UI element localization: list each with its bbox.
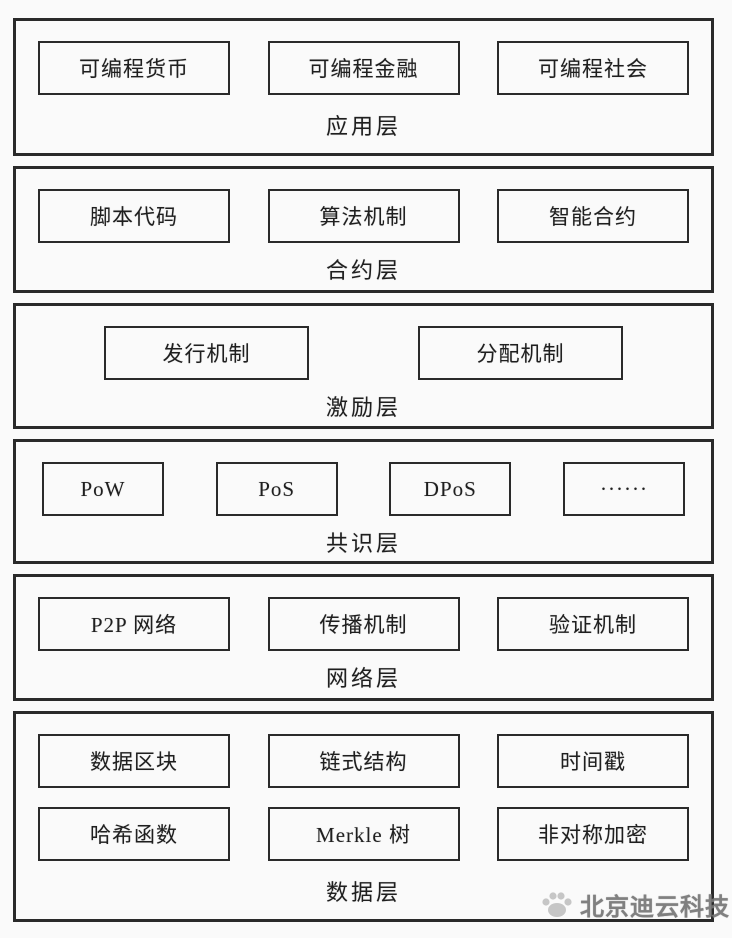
node-box: 脚本代码: [38, 189, 230, 243]
paw-logo-icon: [542, 891, 572, 917]
blockchain-architecture-diagram: 可编程货币可编程金融可编程社会应用层脚本代码算法机制智能合约合约层发行机制 分配机…: [13, 18, 714, 922]
node-box: PoW: [42, 462, 164, 516]
node-box: 可编程货币: [38, 41, 230, 95]
node-box: 发行机制: [104, 326, 309, 380]
application-layer-label: 应用层: [325, 114, 401, 139]
node-box: 链式结构: [267, 734, 460, 788]
node-box: 传播机制: [267, 597, 460, 651]
node-box: P2P 网络: [38, 597, 230, 651]
node-box: 哈希函数: [38, 807, 230, 861]
consensus-layer-label: 共识层: [325, 531, 401, 556]
watermark-text: 北京迪云科技: [580, 894, 730, 921]
node-box: 非对称加密: [497, 807, 689, 861]
consensus-layer: PoW PoS DPoS ······ 共识层: [13, 439, 714, 564]
node-box: PoS: [215, 462, 338, 516]
node-box: 数据区块: [38, 734, 230, 788]
application-layer: 可编程货币可编程金融可编程社会应用层: [13, 18, 714, 156]
network-layer-label: 网络层: [325, 666, 401, 691]
node-box: ······: [562, 462, 685, 516]
data-layer-box-row: 哈希函数 Merkle 树非对称加密: [16, 807, 711, 861]
node-box: 时间戳: [497, 734, 689, 788]
contract-layer-box-row: 脚本代码算法机制智能合约: [16, 189, 711, 243]
contract-layer-label: 合约层: [325, 258, 401, 283]
incentive-layer: 发行机制 分配机制激励层: [13, 303, 714, 429]
application-layer-box-row: 可编程货币可编程金融可编程社会: [16, 41, 711, 95]
node-box: DPoS: [389, 462, 512, 516]
node-box: 智能合约: [497, 189, 689, 243]
incentive-layer-box-row: 发行机制 分配机制: [16, 326, 711, 380]
data-layer-label: 数据层: [325, 880, 401, 905]
consensus-layer-box-row: PoW PoS DPoS ······: [16, 462, 711, 516]
node-box: 可编程社会: [497, 41, 689, 95]
network-layer: P2P 网络传播机制验证机制网络层: [13, 574, 714, 701]
incentive-layer-label: 激励层: [325, 395, 401, 420]
node-box: 可编程金融: [267, 41, 460, 95]
node-box: 分配机制: [418, 326, 623, 380]
data-layer-box-row: 数据区块链式结构时间戳: [16, 734, 711, 788]
network-layer-box-row: P2P 网络传播机制验证机制: [16, 597, 711, 651]
contract-layer: 脚本代码算法机制智能合约合约层: [13, 166, 714, 293]
node-box: Merkle 树: [267, 807, 460, 861]
node-box: 算法机制: [267, 189, 460, 243]
watermark: 北京迪云科技: [538, 887, 730, 922]
data-layer: 数据区块链式结构时间戳哈希函数 Merkle 树非对称加密数据层: [13, 711, 714, 922]
node-box: 验证机制: [497, 597, 689, 651]
